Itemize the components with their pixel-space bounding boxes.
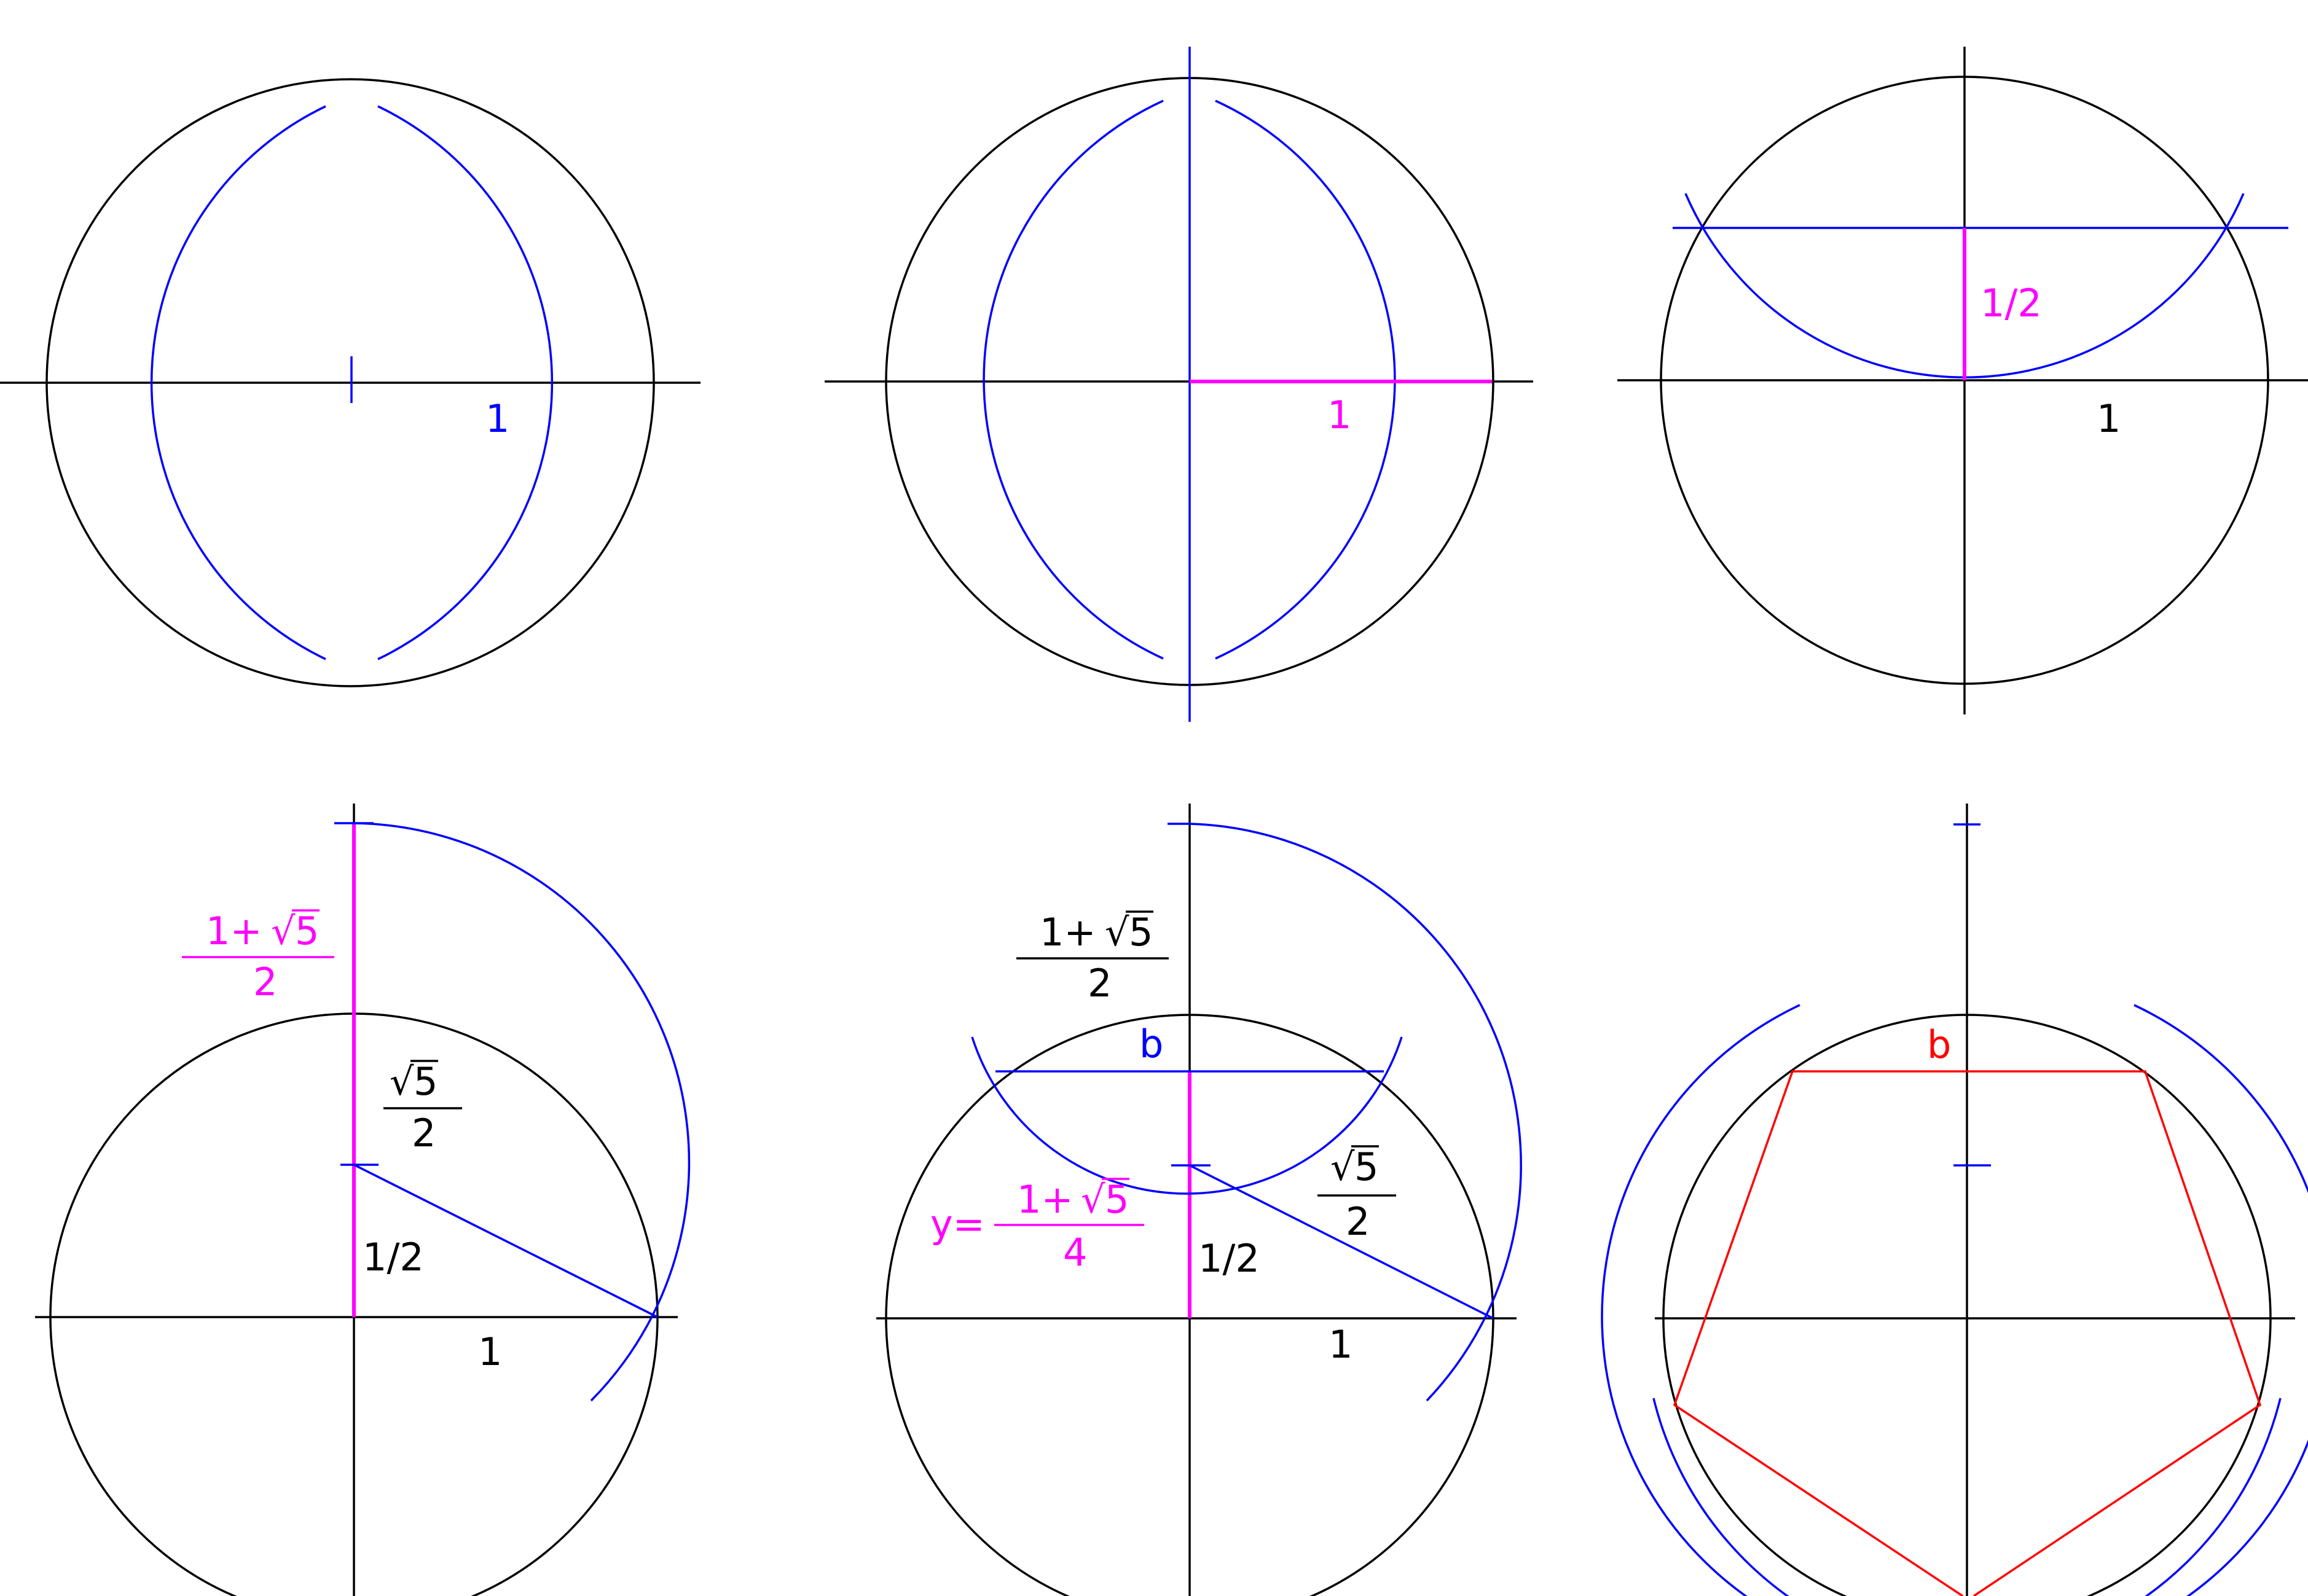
half-label: 1/2 [1198, 1236, 1260, 1281]
top-radical-sign: √ [1105, 910, 1129, 955]
panel-3: 1/2 1 [1617, 47, 2308, 714]
b-label: b [1139, 1022, 1163, 1066]
unit-label: 1 [478, 1329, 502, 1374]
hypotenuse [353, 1164, 658, 1318]
half-label: 1/2 [1980, 281, 2042, 326]
panel-1: 1 [0, 78, 701, 687]
y-radicand: 5 [1105, 1177, 1129, 1222]
top-radical-sign: √ [271, 909, 296, 953]
compass-arc [353, 822, 691, 1402]
compass-arc-right [377, 105, 554, 660]
y-numerator: 1+ [1017, 1177, 1073, 1222]
top-denominator: 2 [253, 960, 277, 1004]
mid-denominator: 2 [1346, 1199, 1370, 1244]
unit-label: 1 [2097, 396, 2121, 441]
hypotenuse [1189, 1164, 1494, 1320]
mid-radicand: 5 [414, 1059, 438, 1104]
top-numerator: 1+ [206, 909, 262, 953]
right-compass-arc [1652, 1004, 2308, 1596]
y-prefix: y= [930, 1202, 985, 1246]
mid-radical-sign: √ [1330, 1144, 1355, 1189]
top-radicand: 5 [295, 909, 319, 953]
unit-label: 1 [485, 396, 509, 441]
panel-4: 1+ √ 5 2 √ 5 2 1/2 1 [35, 804, 691, 1596]
y-denominator: 4 [1063, 1230, 1087, 1275]
unit-label: 1 [1329, 1322, 1352, 1367]
half-label: 1/2 [363, 1235, 424, 1280]
left-compass-arc [1601, 1004, 2282, 1596]
mid-denominator: 2 [412, 1111, 436, 1156]
top-numerator: 1+ [1040, 910, 1096, 955]
mid-radicand: 5 [1354, 1144, 1378, 1189]
panel-6: b [1601, 804, 2308, 1596]
pentagon-edges [1673, 1070, 2262, 1596]
top-denominator: 2 [1088, 961, 1112, 1006]
b-label: b [1927, 1022, 1951, 1067]
mid-radical-sign: √ [390, 1059, 414, 1104]
panel-2: 1 [825, 47, 1533, 722]
panel-5: b 1+ √ 5 2 √ 5 2 y= 1+ √ 5 4 1/2 1 [876, 804, 1522, 1596]
top-radicand: 5 [1129, 910, 1153, 955]
y-radical-sign: √ [1081, 1177, 1105, 1222]
compass-arc-left [150, 105, 326, 660]
chord-arc [971, 1036, 1403, 1195]
unit-label: 1 [1327, 393, 1351, 437]
golden-arc [1189, 823, 1522, 1402]
compass-arc-left [983, 100, 1164, 660]
